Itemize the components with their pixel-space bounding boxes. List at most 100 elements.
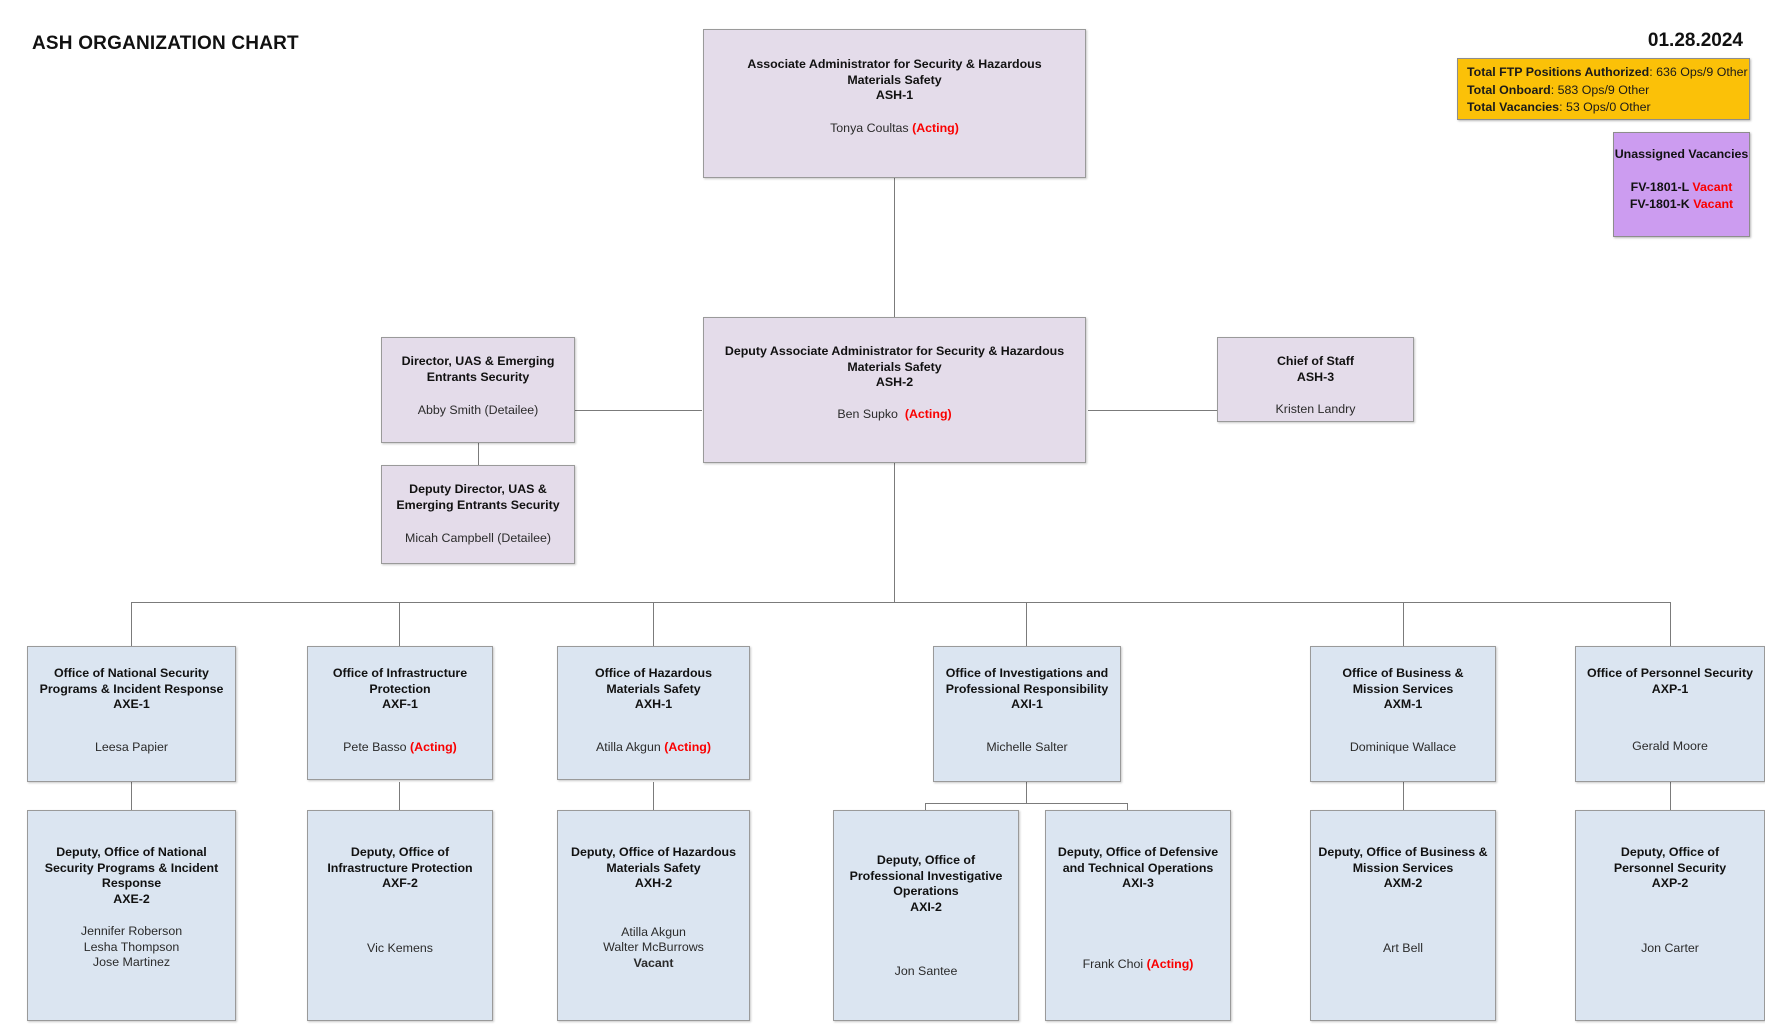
node-axh1-people: Atilla Akgun (Acting) bbox=[558, 740, 749, 756]
node-axh1-title-line2: Materials Safety bbox=[606, 681, 701, 696]
ftp-authorized-value: : 636 Ops/9 Other bbox=[1649, 65, 1748, 79]
node-axi1[interactable]: Office of Investigations and Professiona… bbox=[933, 646, 1121, 782]
node-axf1[interactable]: Office of Infrastructure Protection AXF-… bbox=[307, 646, 493, 780]
connector-axi-crossbar-axi2 bbox=[925, 803, 926, 810]
node-uas-deputy-title-line2: Emerging Entrants Security bbox=[396, 497, 560, 512]
connector-axm1-axm2 bbox=[1403, 782, 1404, 810]
node-axp1-code: AXP-1 bbox=[1651, 681, 1689, 696]
connector-bus-axh1 bbox=[653, 602, 654, 646]
node-axi1-title-line2: Professional Responsibility bbox=[945, 681, 1109, 696]
connector-bus-axf1 bbox=[399, 602, 400, 646]
connector-ash2-bus bbox=[894, 463, 895, 602]
node-axp1-title-line1: Office of Personnel Security bbox=[1587, 666, 1753, 680]
ftp-vacancies-value: : 53 Ops/0 Other bbox=[1559, 100, 1651, 114]
vacancy-code: FV-1801-L bbox=[1630, 180, 1689, 194]
node-ash3-person: Kristen Landry bbox=[1275, 402, 1356, 416]
node-axp2-code: AXP-2 bbox=[1651, 876, 1689, 890]
node-axi3-person: Frank Choi bbox=[1082, 956, 1144, 971]
node-axm2-title-line2: Mission Services bbox=[1352, 860, 1454, 875]
node-axh2-person-3: Vacant bbox=[633, 955, 674, 970]
connector-ash2-cos bbox=[1088, 410, 1217, 411]
node-axh1-status: (Acting) bbox=[664, 739, 711, 754]
vacancy-row: FV-1801-L Vacant bbox=[1614, 179, 1749, 196]
ftp-authorized-label: Total FTP Positions Authorized bbox=[1467, 65, 1650, 79]
ftp-onboard-value: : 583 Ops/9 Other bbox=[1550, 82, 1650, 97]
node-axi3-code: AXI-3 bbox=[1122, 876, 1154, 890]
connector-bus-axe1 bbox=[131, 602, 132, 646]
node-ash1-title-line1: Associate Administrator for Security & H… bbox=[747, 57, 1042, 71]
node-axp1[interactable]: Office of Personnel Security AXP-1 Geral… bbox=[1575, 646, 1765, 782]
vacancy-status: Vacant bbox=[1693, 197, 1734, 211]
node-axh2[interactable]: Deputy, Office of Hazardous Materials Sa… bbox=[557, 810, 750, 1021]
node-axe1[interactable]: Office of National Security Programs & I… bbox=[27, 646, 236, 782]
connector-ash1-ash2 bbox=[894, 178, 895, 317]
node-axe2-title-line2: Security Programs & Incident bbox=[44, 860, 219, 875]
node-axe2-person-1: Jennifer Roberson bbox=[80, 924, 183, 938]
ftp-onboard-label: Total Onboard bbox=[1467, 82, 1551, 97]
node-axp2-title-line2: Personnel Security bbox=[1613, 860, 1727, 875]
node-axf2-title-line2: Infrastructure Protection bbox=[327, 860, 473, 875]
vacancy-row: FV-1801-K Vacant bbox=[1614, 196, 1749, 213]
node-ash1[interactable]: Associate Administrator for Security & H… bbox=[703, 29, 1086, 178]
node-axf2[interactable]: Deputy, Office of Infrastructure Protect… bbox=[307, 810, 493, 1021]
node-axh1-code: AXH-1 bbox=[634, 697, 673, 711]
node-axm2-person: Art Bell bbox=[1383, 940, 1423, 955]
node-uas-director-person: Abby Smith (Detailee) bbox=[417, 403, 539, 417]
node-axe2[interactable]: Deputy, Office of National Security Prog… bbox=[27, 810, 236, 1021]
node-ash3-chief-of-staff[interactable]: Chief of Staff ASH-3 Kristen Landry bbox=[1217, 337, 1414, 422]
node-axh1-title-line1: Office of Hazardous bbox=[594, 666, 713, 680]
chart-date: 01.28.2024 bbox=[1647, 30, 1743, 51]
node-axf1-people: Pete Basso (Acting) bbox=[308, 740, 492, 756]
connector-axi-crossbar-axi3 bbox=[1127, 803, 1128, 810]
node-axf1-person: Pete Basso bbox=[343, 739, 407, 754]
node-axh1-person: Atilla Akgun bbox=[595, 739, 661, 754]
node-axm1-title-line2: Mission Services bbox=[1352, 681, 1454, 696]
node-axf2-person: Vic Kemens bbox=[367, 940, 433, 955]
unassigned-vacancies-box: Unassigned Vacancies FV-1801-L Vacant FV… bbox=[1613, 132, 1750, 237]
connector-axp1-axp2 bbox=[1670, 782, 1671, 810]
node-axf1-title-line1: Office of Infrastructure bbox=[332, 666, 468, 680]
node-axe2-code: AXE-2 bbox=[113, 891, 150, 906]
node-axi2[interactable]: Deputy, Office of Professional Investiga… bbox=[833, 810, 1019, 1021]
node-ash2-status: (Acting) bbox=[904, 406, 952, 421]
node-axm1-person: Dominique Wallace bbox=[1349, 739, 1457, 754]
node-uas-director[interactable]: Director, UAS & Emerging Entrants Securi… bbox=[381, 337, 575, 443]
node-axi1-person: Michelle Salter bbox=[986, 739, 1068, 754]
node-axe2-person-3: Jose Martinez bbox=[92, 955, 171, 969]
node-uas-deputy-director[interactable]: Deputy Director, UAS & Emerging Entrants… bbox=[381, 465, 575, 564]
connector-bus-axm1 bbox=[1403, 602, 1404, 646]
ftp-authorized-line: Total FTP Positions Authorized: 636 Ops/… bbox=[1467, 64, 1748, 82]
node-ash3-code: ASH-3 bbox=[1296, 369, 1335, 384]
node-axi2-title-line2: Professional Investigative bbox=[849, 868, 1003, 883]
node-axi2-person: Jon Santee bbox=[894, 964, 958, 978]
node-axi1-code: AXI-1 bbox=[1011, 697, 1043, 711]
node-axi3[interactable]: Deputy, Office of Defensive and Technica… bbox=[1045, 810, 1231, 1021]
connector-axi1-split bbox=[1026, 782, 1027, 803]
connector-office-bus bbox=[131, 602, 1671, 603]
node-uas-deputy-title-line1: Deputy Director, UAS & bbox=[409, 482, 547, 496]
node-axp2-title-line1: Deputy, Office of bbox=[1620, 845, 1720, 859]
connector-axi-crossbar bbox=[925, 803, 1127, 804]
ftp-vacancies-label: Total Vacancies bbox=[1467, 100, 1560, 114]
vacancy-code: FV-1801-K bbox=[1629, 197, 1690, 211]
unassigned-vacancies-title: Unassigned Vacancies bbox=[1614, 147, 1749, 161]
connector-bus-axp1 bbox=[1670, 602, 1671, 646]
node-axf1-status: (Acting) bbox=[410, 739, 457, 754]
node-uas-director-title-line1: Director, UAS & Emerging bbox=[401, 354, 555, 368]
connector-bus-axi1 bbox=[1026, 602, 1027, 646]
node-axf2-title-line1: Deputy, Office of bbox=[350, 845, 450, 859]
node-ash2[interactable]: Deputy Associate Administrator for Secur… bbox=[703, 317, 1086, 463]
connector-axf1-axf2 bbox=[399, 782, 400, 810]
node-axp2[interactable]: Deputy, Office of Personnel Security AXP… bbox=[1575, 810, 1765, 1021]
node-axi2-title-line3: Operations bbox=[893, 884, 959, 898]
node-ash2-title-line1: Deputy Associate Administrator for Secur… bbox=[724, 344, 1065, 358]
node-ash1-people: Tonya Coultas (Acting) bbox=[704, 121, 1085, 137]
node-axp1-person: Gerald Moore bbox=[1632, 739, 1708, 753]
node-axm2[interactable]: Deputy, Office of Business & Mission Ser… bbox=[1310, 810, 1496, 1021]
node-axh1[interactable]: Office of Hazardous Materials Safety AXH… bbox=[557, 646, 750, 780]
node-axh2-title-line1: Deputy, Office of Hazardous bbox=[571, 845, 736, 859]
node-axh2-person-2: Walter McBurrows bbox=[603, 940, 704, 954]
node-axm1[interactable]: Office of Business & Mission Services AX… bbox=[1310, 646, 1496, 782]
node-axh2-code: AXH-2 bbox=[634, 876, 673, 890]
